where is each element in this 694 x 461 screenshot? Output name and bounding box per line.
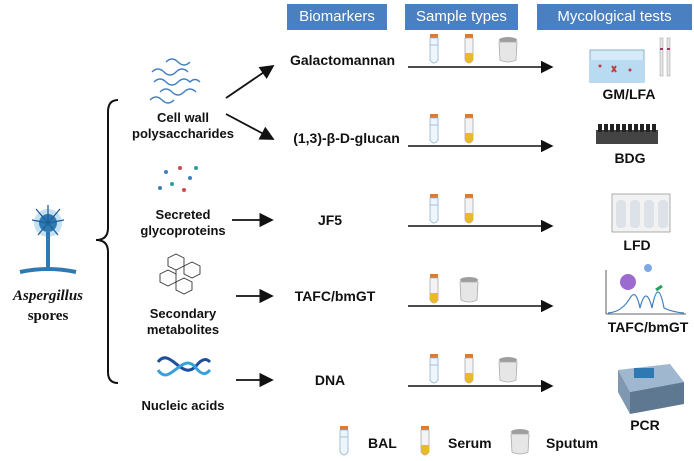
category-line1: Secondary — [149, 306, 217, 321]
metabolite-icon — [159, 253, 201, 295]
biomarker-label: TAFC/bmGT — [294, 288, 376, 304]
biomarker-label: JF5 — [317, 212, 343, 228]
biomarkers-header: Biomarkers — [287, 4, 387, 30]
test-label: PCR — [630, 417, 660, 433]
category-line1: Secreted — [155, 207, 211, 222]
source-label-line2: spores — [27, 308, 69, 324]
biomarker-label: DNA — [314, 372, 346, 388]
test-label: LFD — [623, 237, 651, 253]
polysaccharide-icon — [149, 58, 201, 104]
test-label: BDG — [614, 150, 646, 166]
glycoprotein-icon — [158, 166, 198, 192]
bdg-plate-icon — [596, 124, 658, 144]
pcr-machine-icon — [618, 364, 684, 414]
source-label: Aspergillus spores — [2, 286, 94, 326]
sample-types-header: Sample types — [405, 4, 518, 30]
source-label-line1: Aspergillus — [12, 288, 84, 304]
chromatogram-icon — [605, 264, 686, 315]
category-label: Nucleic acids — [128, 398, 238, 414]
lfd-device-icon — [611, 193, 671, 233]
category-label: Cell wall polysaccharides — [128, 110, 238, 142]
legend-bal: BAL — [368, 435, 397, 451]
category-label: Secondary metabolites — [128, 306, 238, 338]
category-line2: polysaccharides — [132, 126, 234, 141]
category-line1: Nucleic acids — [141, 398, 225, 413]
legend-serum: Serum — [448, 435, 492, 451]
tests-header: Mycological tests — [537, 4, 692, 30]
biomarker-label: (1,3)-β-D-glucan — [293, 130, 400, 146]
gm-lfa-assay-icon — [589, 37, 671, 83]
grouping-brace — [95, 99, 119, 384]
test-label: TAFC/bmGT — [607, 319, 689, 335]
legend-sputum: Sputum — [546, 435, 599, 451]
biomarker-label: Galactomannan — [289, 52, 396, 68]
dna-icon — [156, 356, 212, 377]
category-line2: metabolites — [146, 322, 220, 337]
category-line2: glycoproteins — [140, 223, 226, 238]
test-label: GM/LFA — [602, 86, 656, 102]
category-line1: Cell wall — [156, 110, 210, 125]
category-label: Secreted glycoproteins — [128, 207, 238, 239]
aspergillus-icon — [19, 205, 77, 274]
